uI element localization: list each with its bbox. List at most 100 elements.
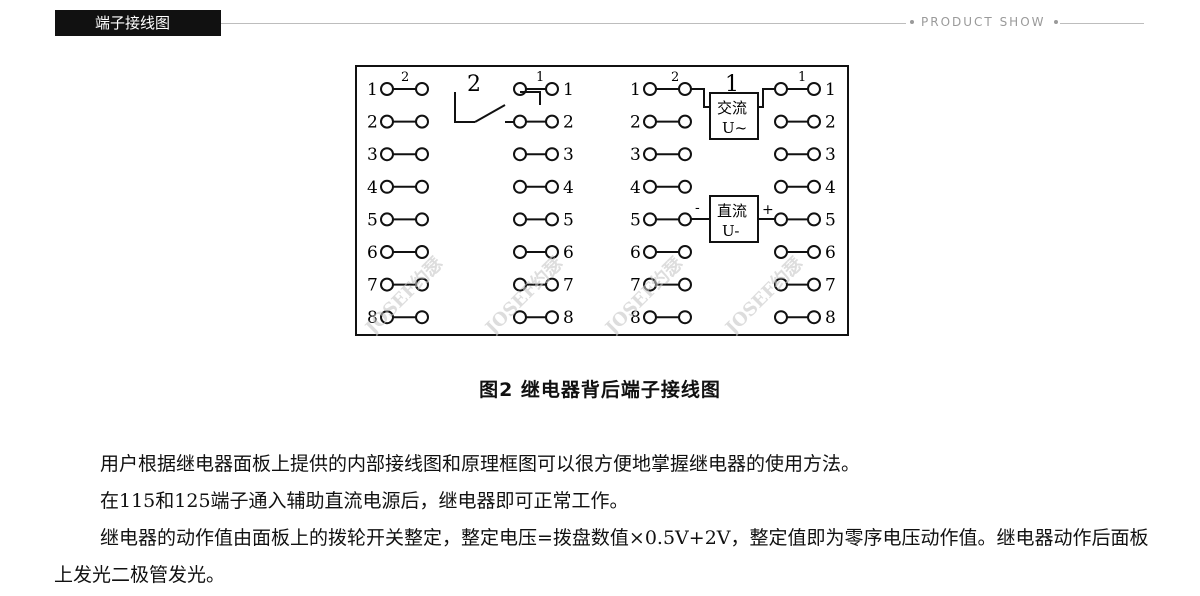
terminal-post	[678, 212, 692, 227]
terminal-post	[415, 212, 429, 227]
diagram-frame	[355, 65, 849, 336]
contact-1-small-label: 1	[536, 70, 544, 85]
terminal-post	[774, 82, 788, 96]
terminal-post	[545, 277, 559, 292]
terminal-post	[807, 310, 821, 325]
terminal-post	[678, 147, 692, 162]
terminal-post	[415, 82, 429, 96]
terminal-post	[678, 114, 692, 129]
terminal-number: 3	[630, 145, 641, 165]
svg-text:直流: 直流	[717, 202, 747, 220]
terminal-post	[545, 147, 559, 162]
terminal-post	[513, 82, 527, 96]
terminal-post	[643, 82, 657, 96]
terminal-post	[643, 277, 657, 292]
terminal-number: 2	[630, 113, 641, 133]
terminal-post	[545, 179, 559, 194]
terminal-post	[774, 147, 788, 162]
terminal-post	[774, 179, 788, 194]
terminal-post	[678, 179, 692, 194]
terminal-number: 2	[825, 113, 836, 133]
terminal-post	[415, 114, 429, 129]
terminal-number: 4	[367, 178, 378, 198]
terminal-number: 5	[630, 210, 641, 230]
ac-2-small-label: 2	[671, 70, 679, 85]
terminal-post	[774, 114, 788, 129]
terminal-post	[643, 147, 657, 162]
terminal-post	[807, 179, 821, 194]
terminal-number: 3	[367, 145, 378, 165]
relay-contact-symbol	[454, 91, 541, 123]
svg-text:+: +	[762, 202, 774, 218]
terminal-post	[678, 82, 692, 96]
terminal-number: 4	[630, 178, 641, 198]
terminal-post	[807, 82, 821, 96]
terminal-post	[380, 114, 394, 129]
terminal-number: 3	[563, 145, 574, 165]
terminal-post	[513, 245, 527, 259]
dc-voltage-box: 直流 U- - +	[691, 195, 775, 243]
terminal-post	[807, 147, 821, 162]
terminal-number: 1	[630, 80, 641, 100]
terminal-number: 1	[563, 80, 574, 100]
header-divider-left	[221, 23, 906, 24]
svg-text:U~: U~	[722, 119, 747, 137]
paragraph-setting: 继电器的动作值由面板上的拨轮开关整定，整定电压=拨盘数值×0.5V+2V，整定值…	[54, 527, 1149, 586]
terminal-post	[415, 179, 429, 194]
terminal-post	[807, 212, 821, 227]
ac-1-label: 1	[725, 72, 739, 97]
terminal-number: 4	[563, 178, 574, 198]
terminal-post	[513, 114, 527, 129]
terminal-post	[415, 310, 429, 325]
terminal-post	[678, 245, 692, 259]
terminal-post	[380, 310, 394, 325]
terminal-number: 2	[367, 113, 378, 133]
contact-2-small-label: 2	[401, 70, 409, 85]
terminal-post	[807, 114, 821, 129]
divider-dot-right	[1054, 20, 1058, 24]
terminal-number: 2	[563, 113, 574, 133]
terminal-post	[678, 310, 692, 325]
terminal-number: 1	[825, 80, 836, 100]
terminal-post	[380, 277, 394, 292]
terminal-post	[678, 277, 692, 292]
terminal-number: 8	[563, 308, 574, 328]
terminal-post	[545, 310, 559, 325]
section-title-tab: 端子接线图	[55, 10, 221, 36]
terminal-post	[380, 179, 394, 194]
contact-2-label: 2	[467, 72, 481, 97]
terminal-post	[545, 114, 559, 129]
terminal-post	[643, 212, 657, 227]
watermark: JOSEF约瑟	[720, 252, 807, 336]
paragraph-usage: 用户根据继电器面板上提供的内部接线图和原理框图可以很方便地掌握继电器的使用方法。	[100, 453, 861, 475]
terminal-post	[774, 245, 788, 259]
terminal-post	[415, 147, 429, 162]
terminal-post	[415, 277, 429, 292]
terminal-post	[545, 82, 559, 96]
terminal-post	[643, 245, 657, 259]
terminal-number: 7	[563, 276, 574, 296]
terminal-number: 8	[630, 308, 641, 328]
terminal-post	[807, 277, 821, 292]
header-divider-right	[1060, 23, 1144, 24]
terminal-number: 5	[825, 210, 836, 230]
terminal-post	[545, 212, 559, 227]
terminal-number: 8	[825, 308, 836, 328]
watermark: JOSEF约瑟	[600, 252, 687, 336]
ac-1-small-label: 1	[798, 70, 806, 85]
figure-caption: 图2 继电器背后端子接线图	[479, 379, 721, 401]
terminal-number: 6	[367, 243, 378, 263]
terminal-post	[807, 245, 821, 259]
svg-text:-: -	[695, 200, 700, 216]
divider-dot-left	[910, 20, 914, 24]
terminal-number: 5	[367, 210, 378, 230]
terminal-post	[513, 310, 527, 325]
terminal-post	[774, 212, 788, 227]
terminal-number: 4	[825, 178, 836, 198]
paragraph-power: 在115和125端子通入辅助直流电源后，继电器即可正常工作。	[100, 490, 629, 512]
terminal-post	[513, 147, 527, 162]
terminal-post	[513, 212, 527, 227]
terminal-post	[380, 82, 394, 96]
terminal-number: 8	[367, 308, 378, 328]
product-show-label: PRODUCT SHOW	[921, 15, 1046, 29]
